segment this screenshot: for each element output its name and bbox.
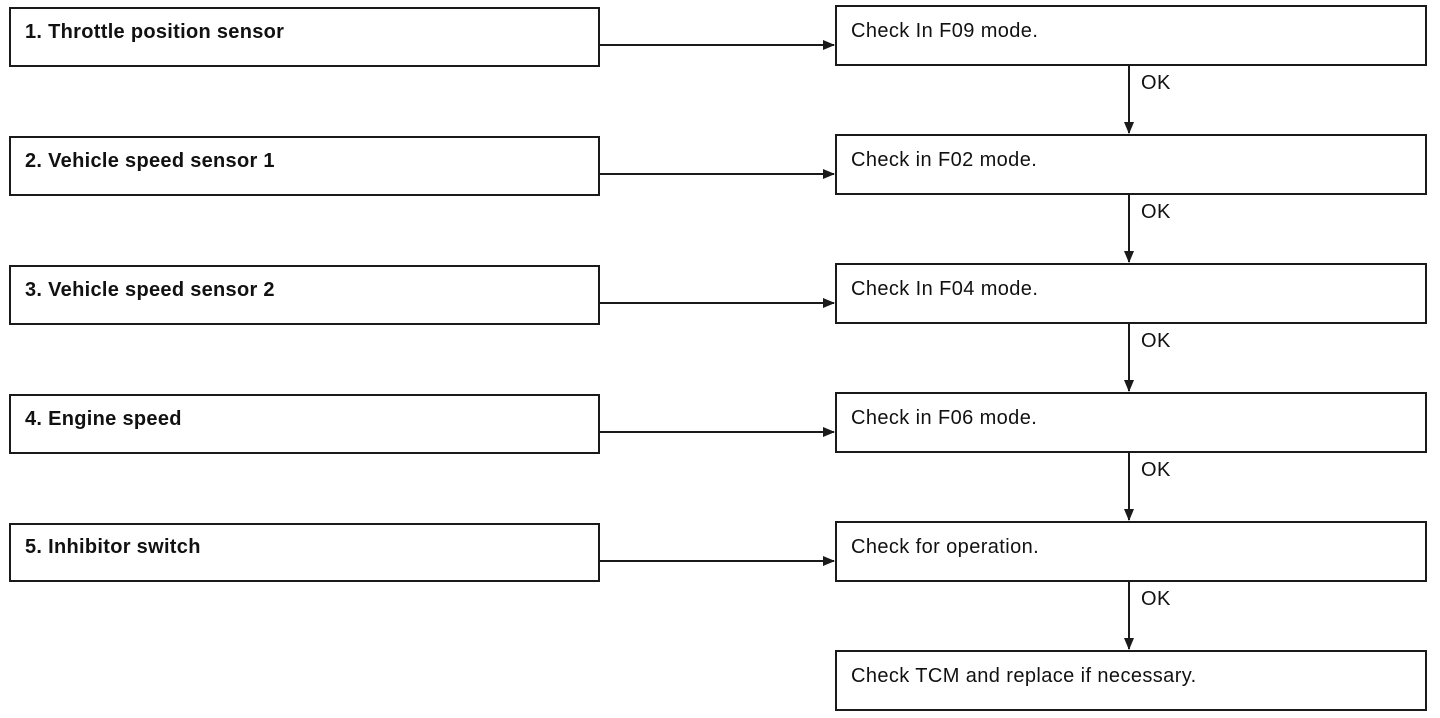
component-label: 4. Engine speed	[25, 407, 182, 430]
check-label: Check In F09 mode.	[851, 20, 1039, 42]
component-box-5: 5. Inhibitor switch	[9, 523, 600, 582]
check-box-4: Check in F06 mode.	[835, 392, 1427, 453]
check-box-1: Check In F09 mode.	[835, 5, 1427, 66]
component-label: 2. Vehicle speed sensor 1	[25, 149, 275, 172]
component-box-1: 1. Throttle position sensor	[9, 7, 600, 67]
component-label: 5. Inhibitor switch	[25, 536, 201, 558]
check-label: Check in F02 mode.	[851, 149, 1038, 171]
check-label: Check in F06 mode.	[851, 407, 1038, 429]
check-box-2: Check in F02 mode.	[835, 134, 1427, 195]
check-box-5: Check for operation.	[835, 521, 1427, 582]
component-label: 1. Throttle position sensor	[25, 20, 285, 43]
ok-label-3: OK	[1141, 330, 1171, 352]
ok-label-1: OK	[1141, 72, 1171, 94]
ok-label-2: OK	[1141, 201, 1171, 223]
final-step-box: Check TCM and replace if necessary.	[835, 650, 1427, 711]
check-label: Check In F04 mode.	[851, 278, 1039, 300]
ok-label-5: OK	[1141, 588, 1171, 610]
component-box-2: 2. Vehicle speed sensor 1	[9, 136, 600, 196]
component-box-3: 3. Vehicle speed sensor 2	[9, 265, 600, 325]
component-box-4: 4. Engine speed	[9, 394, 600, 454]
final-step-label: Check TCM and replace if necessary.	[851, 665, 1197, 687]
ok-label-4: OK	[1141, 459, 1171, 481]
check-box-3: Check In F04 mode.	[835, 263, 1427, 324]
check-label: Check for operation.	[851, 536, 1040, 558]
component-label: 3. Vehicle speed sensor 2	[25, 278, 275, 301]
